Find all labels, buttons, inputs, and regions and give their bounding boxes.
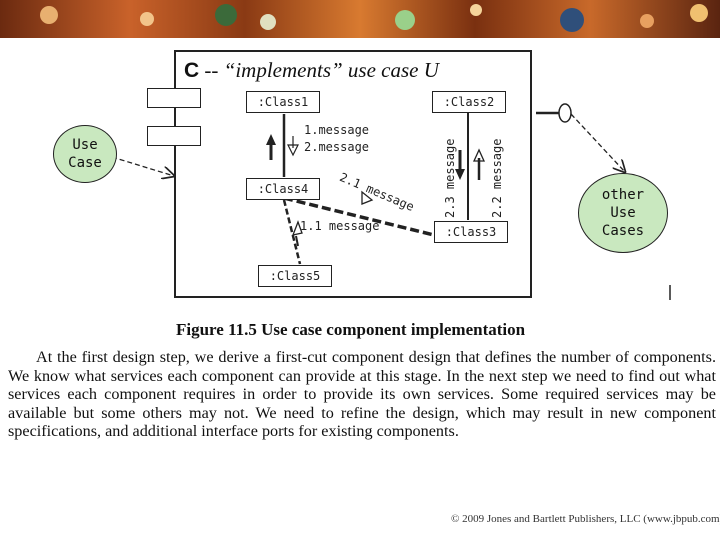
- message-1-label: 1.message: [304, 123, 370, 137]
- class4-box: :Class4: [246, 178, 320, 200]
- diagram-title: C -- “implements” use case U: [184, 58, 439, 83]
- other-use-cases-line-2: Use: [610, 205, 636, 221]
- use-case-line-2: Case: [68, 155, 102, 171]
- class2-box: :Class2: [432, 91, 506, 113]
- class1-box: :Class1: [246, 91, 320, 113]
- figure-caption: Figure 11.5 Use case component implement…: [176, 320, 526, 339]
- message-2-2-label: 2.2 message: [490, 138, 504, 218]
- interface-port-2: [147, 126, 201, 146]
- message-2-3-label: 2.3 message: [443, 138, 457, 218]
- other-use-cases-line-1: other: [601, 187, 645, 203]
- title-text: “implements” use case U: [223, 58, 439, 82]
- title-separator: --: [199, 58, 224, 82]
- message-2-label: 2.message: [304, 140, 370, 154]
- component-name: C: [184, 59, 200, 82]
- class5-box: :Class5: [258, 265, 332, 287]
- use-case-line-1: Use: [72, 137, 98, 153]
- message-1-1-label: 1.1 message: [300, 219, 380, 233]
- other-use-cases-link: [570, 113, 625, 172]
- header-banner-image: [0, 0, 720, 38]
- class3-box: :Class3: [434, 221, 508, 243]
- body-paragraph: At the first design step, we derive a fi…: [8, 348, 716, 441]
- copyright-notice: © 2009 Jones and Bartlett Publishers, LL…: [451, 513, 720, 525]
- interface-port-1: [147, 88, 201, 108]
- other-use-cases-line-3: Cases: [601, 223, 645, 239]
- use-case-link: [111, 156, 174, 176]
